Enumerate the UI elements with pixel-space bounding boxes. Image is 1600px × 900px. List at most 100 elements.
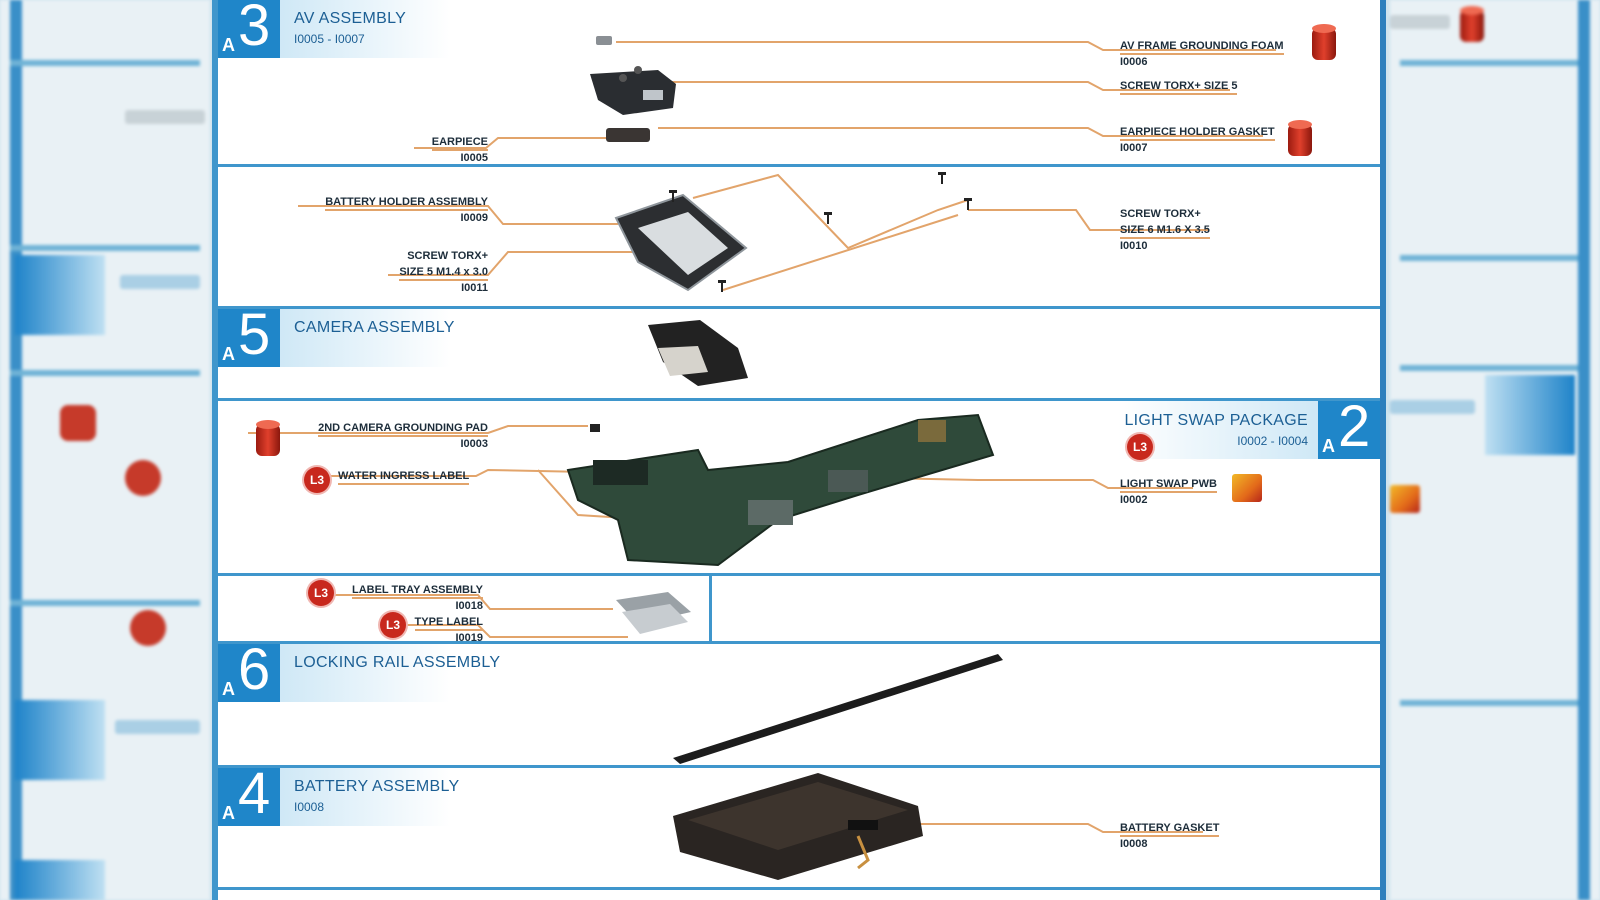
left-ghost-camera xyxy=(120,275,200,289)
cylinder-icon xyxy=(1288,120,1312,156)
right-rule xyxy=(1400,255,1590,261)
right-rule xyxy=(1400,60,1590,66)
right-rule xyxy=(1400,700,1590,706)
section-title: AV ASSEMBLY xyxy=(294,10,407,27)
left-page-preview xyxy=(0,0,210,900)
label-name: WATER INGRESS LABEL xyxy=(338,470,470,485)
section-title: CAMERA ASSEMBLY xyxy=(294,319,455,336)
left-rule xyxy=(10,245,200,251)
cylinder-icon xyxy=(1312,24,1336,60)
badge-number: 3 xyxy=(238,0,271,58)
label-line2: SIZE 5 M1.4 x 3.0 xyxy=(399,266,488,281)
l3-marker-icon: L3 xyxy=(304,467,330,493)
right-cube-icon xyxy=(1390,485,1420,513)
badge-number: 2 xyxy=(1338,394,1371,459)
left-cylinder-icon xyxy=(60,405,96,441)
label-name: TYPE LABEL xyxy=(414,616,483,631)
left-badge-6 xyxy=(15,700,105,780)
label-name: EARPIECE xyxy=(431,136,488,151)
section-range: I0008 xyxy=(294,800,325,814)
badge-letter: A xyxy=(222,803,235,823)
left-rule xyxy=(10,60,200,66)
label-code: I0008 xyxy=(1120,838,1148,850)
section-range: I0002 - I0004 xyxy=(1237,434,1308,448)
left-l3-icon xyxy=(130,610,166,646)
badge-number: 4 xyxy=(238,761,271,826)
label-line2: SIZE 6 M1.6 X 3.5 xyxy=(1120,224,1210,239)
left-badge-5 xyxy=(15,255,105,335)
left-rule xyxy=(10,370,200,376)
label-code: I0011 xyxy=(461,282,488,294)
right-ghost-package xyxy=(1390,400,1475,414)
left-l3-icon xyxy=(125,460,161,496)
label-name: LIGHT SWAP PWB xyxy=(1120,478,1217,493)
label-name: LABEL TRAY ASSEMBLY xyxy=(351,584,483,599)
right-ghost-label xyxy=(1390,15,1450,29)
label-code: I0009 xyxy=(460,212,488,224)
cube-icon xyxy=(1232,474,1262,502)
badge-fade xyxy=(280,309,450,367)
badge-letter: A xyxy=(222,679,235,699)
label-name: BATTERY GASKET xyxy=(1120,822,1220,837)
right-page-preview xyxy=(1390,0,1600,900)
section-battery-holder xyxy=(218,167,1380,309)
l3-marker-icon: L3 xyxy=(380,612,406,638)
section-title: BATTERY ASSEMBLY xyxy=(294,778,460,795)
l3-marker-icon: L3 xyxy=(308,580,334,606)
label-code: I0002 xyxy=(1120,494,1148,506)
label-code: I0003 xyxy=(460,438,488,450)
right-page-border xyxy=(1578,0,1590,900)
section-label-tray-row xyxy=(218,576,1380,644)
label-code: I0018 xyxy=(455,600,483,612)
right-rule xyxy=(1400,365,1590,371)
label-code: I0006 xyxy=(1120,56,1148,68)
left-ghost-battery xyxy=(125,110,205,124)
badge-letter: A xyxy=(222,344,235,364)
right-badge-2 xyxy=(1485,375,1575,455)
section-title: LIGHT SWAP PACKAGE xyxy=(1124,412,1308,429)
label-name: AV FRAME GROUNDING FOAM xyxy=(1120,40,1284,55)
label-name: BATTERY HOLDER ASSEMBLY xyxy=(325,196,488,211)
section-title: LOCKING RAIL ASSEMBLY xyxy=(294,654,501,671)
label-water-ingress: WATER INGRESS LABEL xyxy=(338,468,470,485)
label-code: I0010 xyxy=(1120,240,1148,252)
left-page-border xyxy=(10,0,22,900)
badge-letter: A xyxy=(1322,436,1335,456)
label-name: 2ND CAMERA GROUNDING PAD xyxy=(318,422,488,437)
left-rule xyxy=(10,600,200,606)
badge-number: 5 xyxy=(238,302,271,367)
label-screw-torx5: SCREW TORX+ SIZE 5 xyxy=(1120,78,1238,95)
label-code: I0007 xyxy=(1120,142,1148,154)
section-range: I0005 - I0007 xyxy=(294,32,365,46)
label-name: EARPIECE HOLDER GASKET xyxy=(1120,126,1275,141)
badge-fade xyxy=(280,644,450,702)
right-cylinder-icon xyxy=(1460,6,1484,42)
label-line1: SCREW TORX+ xyxy=(407,250,488,262)
badge-fade xyxy=(280,0,450,58)
badge-fade xyxy=(280,768,450,826)
